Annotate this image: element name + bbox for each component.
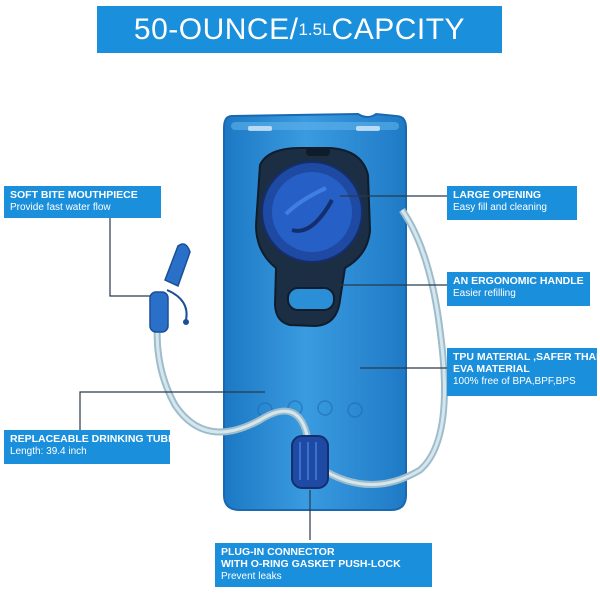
callout-title-line1: TPU MATERIAL ,SAFER THAN [453,351,600,363]
banner-capacity-ounce: 50-OUNCE/ [133,12,299,46]
capacity-banner: 50-OUNCE/ 1.5L CAPCITY [97,6,502,53]
callout-replaceable-tube: REPLACEABLE DRINKING TUBE Length: 39.4 i… [4,430,176,464]
large-opening-cap [254,147,372,328]
callout-desc: Provide fast water flow [10,202,111,213]
callout-title-line2: EVA MATERIAL [453,363,530,375]
bite-valve-mouthpiece [149,243,191,333]
callout-desc: Easier refilling [453,288,516,299]
callout-title: REPLACEABLE DRINKING TUBE [10,433,176,445]
callout-ergonomic-handle: AN ERGONOMIC HANDLE Easier refilling [447,272,590,306]
plug-in-connector [291,435,329,489]
callout-title-line1: PLUG-IN CONNECTOR [221,546,335,558]
callout-soft-bite-mouthpiece: SOFT BITE MOUTHPIECE Provide fast water … [4,186,161,218]
callout-tpu-material: TPU MATERIAL ,SAFER THAN EVA MATERIAL 10… [447,348,600,396]
callout-leader-lines [79,195,448,540]
callout-desc: 100% free of BPA,BPF,BPS [453,376,576,387]
callout-desc: Length: 39.4 inch [10,446,87,457]
callout-plug-in-connector: PLUG-IN CONNECTOR WITH O-RING GASKET PUS… [215,543,432,587]
callout-title: SOFT BITE MOUTHPIECE [10,189,138,201]
callout-large-opening: LARGE OPENING Easy fill and cleaning [447,186,577,220]
ergonomic-handle-slot [287,287,335,311]
callout-desc: Easy fill and cleaning [453,202,547,213]
drinking-tube [153,207,448,488]
callout-desc: Prevent leaks [221,571,282,582]
callout-title: AN ERGONOMIC HANDLE [453,275,584,287]
callout-title-line2: WITH O-RING GASKET PUSH-LOCK [221,558,401,570]
callout-title: LARGE OPENING [453,189,542,201]
banner-capacity-word: CAPCITY [331,12,466,46]
banner-capacity-liter: 1.5L [298,19,332,39]
